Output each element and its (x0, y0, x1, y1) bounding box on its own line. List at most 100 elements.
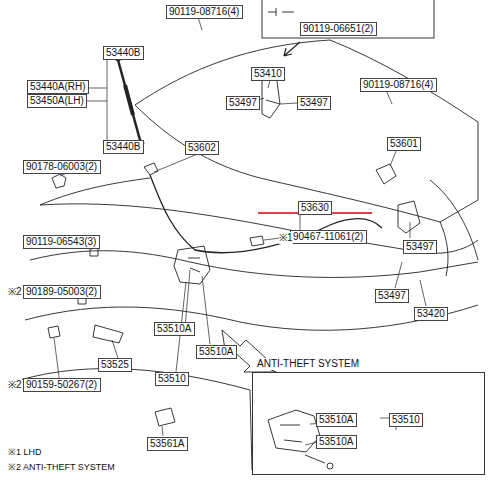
hood-lock (174, 246, 210, 284)
part-number: 53497 (300, 97, 328, 108)
part-number-box: 53420 (414, 307, 448, 321)
leader-line (107, 57, 108, 147)
leader-line (268, 80, 270, 88)
note-mark: ※1 (279, 232, 293, 244)
part-number-box: 90159-50267(2) (23, 378, 101, 392)
leader-line (390, 149, 397, 166)
part-number: 53510A (319, 414, 353, 425)
note-mark: ※2 (8, 379, 22, 391)
part-number-box: 53497 (403, 240, 437, 254)
part-number: 90178-06003(2) (26, 161, 97, 172)
leader-line (154, 153, 200, 172)
part-number-box: 90119-06543(3) (23, 235, 100, 249)
release-cable (150, 175, 382, 253)
part-number: 90467-11061(2) (293, 231, 363, 242)
leader-line (420, 280, 426, 306)
bumper-top (25, 305, 478, 330)
part-number: 53510 (392, 414, 420, 425)
hood-hinge (398, 201, 420, 233)
part-number-box: 53410 (251, 67, 285, 81)
bolt (90, 248, 98, 256)
leader-line (202, 276, 210, 344)
part-number-box: 90119-08716(4) (166, 5, 243, 19)
part-number-box: 53440A(RH) (27, 80, 89, 94)
leader-line (185, 270, 190, 328)
nut (52, 174, 66, 188)
part-number: 53440B (106, 141, 140, 152)
part-number-box: 53630 (298, 201, 332, 215)
part-number-box: 53510A (316, 413, 357, 427)
part-number: 53440A(RH) (30, 81, 86, 92)
fender (430, 180, 478, 276)
part-number: 53510A (199, 346, 233, 357)
footnote: ※2 ANTI-THEFT SYSTEM (8, 461, 115, 473)
part-number: 53420 (417, 308, 445, 319)
hood-panel (135, 105, 478, 222)
part-number: 90119-06651(2) (303, 23, 373, 34)
part-number-box: 53510 (389, 413, 423, 427)
part-number-box: 53510A (316, 435, 357, 449)
part-number: 90119-08716(4) (363, 79, 433, 90)
part-number: 90189-05003(2) (26, 286, 97, 297)
part-number-box: 53450A(LH) (27, 94, 87, 108)
part-number: 53450A(LH) (30, 95, 84, 106)
leader-line (386, 90, 392, 104)
part-number-box: 90189-05003(2) (23, 285, 101, 299)
part-number: 53410 (254, 68, 282, 79)
part-number-box: 53440B (103, 46, 144, 60)
leader-line (162, 426, 163, 436)
part-number-box: 53525 (98, 358, 132, 372)
cowl-line (40, 178, 478, 253)
inset-heading: ANTI-THEFT SYSTEM (255, 358, 361, 370)
part-number: 53525 (101, 359, 129, 370)
connector (327, 463, 333, 469)
part-number-box: 90467-11061(2) (290, 230, 367, 244)
inset-frame (262, 0, 434, 38)
release-lever (144, 163, 158, 175)
part-number-box: 90119-08716(4) (360, 78, 437, 92)
part-number: 53497 (229, 97, 257, 108)
bolt (268, 8, 294, 16)
leader-line (280, 103, 297, 104)
part-number-box: 53510 (155, 372, 189, 386)
part-number-box: 53602 (185, 141, 219, 155)
plate (155, 408, 175, 426)
part-number: 53510 (158, 373, 186, 384)
part-number: 53497 (406, 241, 434, 252)
part-number: 53510A (319, 436, 353, 447)
hood-edge (135, 40, 478, 122)
part-number-box: 53497 (375, 289, 409, 303)
part-number-box: 53510A (196, 345, 237, 359)
part-number: 53440B (106, 47, 140, 58)
part-number: 90119-06543(3) (26, 236, 96, 247)
screw (48, 326, 60, 338)
leader-line (410, 222, 411, 238)
note-mark: ※2 (8, 286, 22, 298)
part-number: 53602 (188, 142, 216, 153)
part-number: 53497 (378, 290, 406, 301)
support-part (93, 325, 123, 343)
part-number: 90159-50267(2) (26, 379, 97, 390)
bumper-lower (20, 369, 252, 470)
part-number-box: 90119-06651(2) (300, 22, 377, 36)
clip (250, 236, 264, 246)
cable-clamp (376, 164, 396, 184)
part-number: 53601 (390, 138, 418, 149)
part-number-box: 53440B (103, 140, 144, 154)
car-body (20, 0, 478, 470)
inset-panel: ANTI-THEFT SYSTEM53510A5351053510A (252, 372, 485, 475)
part-number: 53630 (301, 202, 329, 213)
part-number: 90119-08716(4) (169, 6, 239, 17)
part-number-box: 53601 (387, 137, 421, 151)
part-number-box: 53497 (297, 96, 331, 110)
part-number: 53561A (150, 438, 184, 449)
hood-support-rod (118, 60, 140, 140)
front-panel (30, 251, 478, 278)
leader-line (395, 262, 402, 288)
part-number-box: 53561A (147, 437, 188, 451)
part-number: 53510A (157, 323, 191, 334)
part-number-box: 53497 (226, 96, 260, 110)
footnote: ※1 LHD (8, 446, 42, 458)
hood-support-cylinder (125, 85, 133, 115)
part-number-box: 53510A (154, 322, 195, 336)
